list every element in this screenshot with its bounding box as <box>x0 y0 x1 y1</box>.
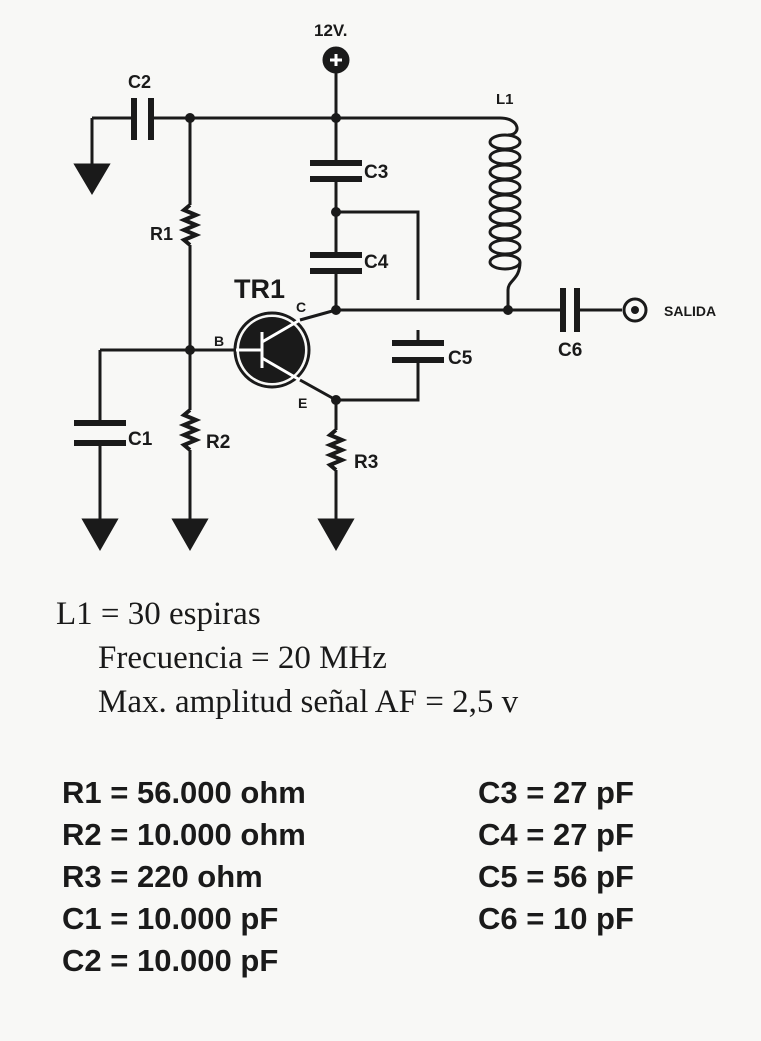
label-pin-c: C <box>296 299 306 315</box>
label-c3: C3 <box>364 162 388 183</box>
capacitor-c4 <box>310 252 362 258</box>
transistor-tr1 <box>233 308 337 402</box>
part-c5: C5 = 56 pF <box>478 859 634 894</box>
ground-icon <box>73 163 111 195</box>
label-r3: R3 <box>354 452 378 473</box>
part-c1: C1 = 10.000 pF <box>62 901 279 936</box>
capacitor-c6 <box>560 288 580 332</box>
capacitor-c2 <box>131 98 154 140</box>
part-r1: R1 = 56.000 ohm <box>62 775 306 810</box>
label-r2: R2 <box>206 432 230 453</box>
output-label: SALIDA <box>664 303 716 319</box>
supply-label: 12V. <box>314 21 347 40</box>
spec-max-amplitude: Max. amplitud señal AF = 2,5 v <box>98 684 519 720</box>
circuit-schematic: 12V. C2 L1 C3 R1 C4 TR1 C B E C5 C6 SALI… <box>73 21 716 552</box>
inductor-l1 <box>488 116 522 310</box>
part-c2: C2 = 10.000 pF <box>62 943 279 978</box>
part-r2: R2 = 10.000 ohm <box>62 817 306 852</box>
label-tr1: TR1 <box>234 274 285 304</box>
resistor-r2 <box>178 408 202 452</box>
output-terminal-icon <box>622 297 648 323</box>
ground-icon <box>171 518 209 552</box>
label-c5: C5 <box>448 348 473 369</box>
capacitor-c1 <box>74 420 126 446</box>
part-c6: C6 = 10 pF <box>478 901 634 936</box>
resistor-r3 <box>324 428 348 472</box>
label-c6: C6 <box>558 340 582 361</box>
resistor-r1 <box>178 203 202 247</box>
label-pin-e: E <box>298 395 307 411</box>
spec-frequency: Frecuencia = 20 MHz <box>98 640 387 676</box>
label-c4: C4 <box>364 252 389 273</box>
parts-list-right: C3 = 27 pF C4 = 27 pF C5 = 56 pF C6 = 10… <box>478 772 634 940</box>
ground-icon <box>81 518 119 552</box>
capacitor-c3 <box>310 160 362 166</box>
parts-list-left: R1 = 56.000 ohm R2 = 10.000 ohm R3 = 220… <box>62 772 306 982</box>
part-c3: C3 = 27 pF <box>478 775 634 810</box>
part-r3: R3 = 220 ohm <box>62 859 263 894</box>
capacitor-c5 <box>392 340 444 363</box>
label-pin-b: B <box>214 333 224 349</box>
part-c4: C4 = 27 pF <box>478 817 634 852</box>
ground-icon <box>317 518 355 552</box>
label-l1: L1 <box>496 91 514 108</box>
label-r1: R1 <box>150 224 173 244</box>
label-c2: C2 <box>128 72 151 92</box>
label-c1: C1 <box>128 429 153 450</box>
spec-l1: L1 = 30 espiras <box>56 596 261 632</box>
